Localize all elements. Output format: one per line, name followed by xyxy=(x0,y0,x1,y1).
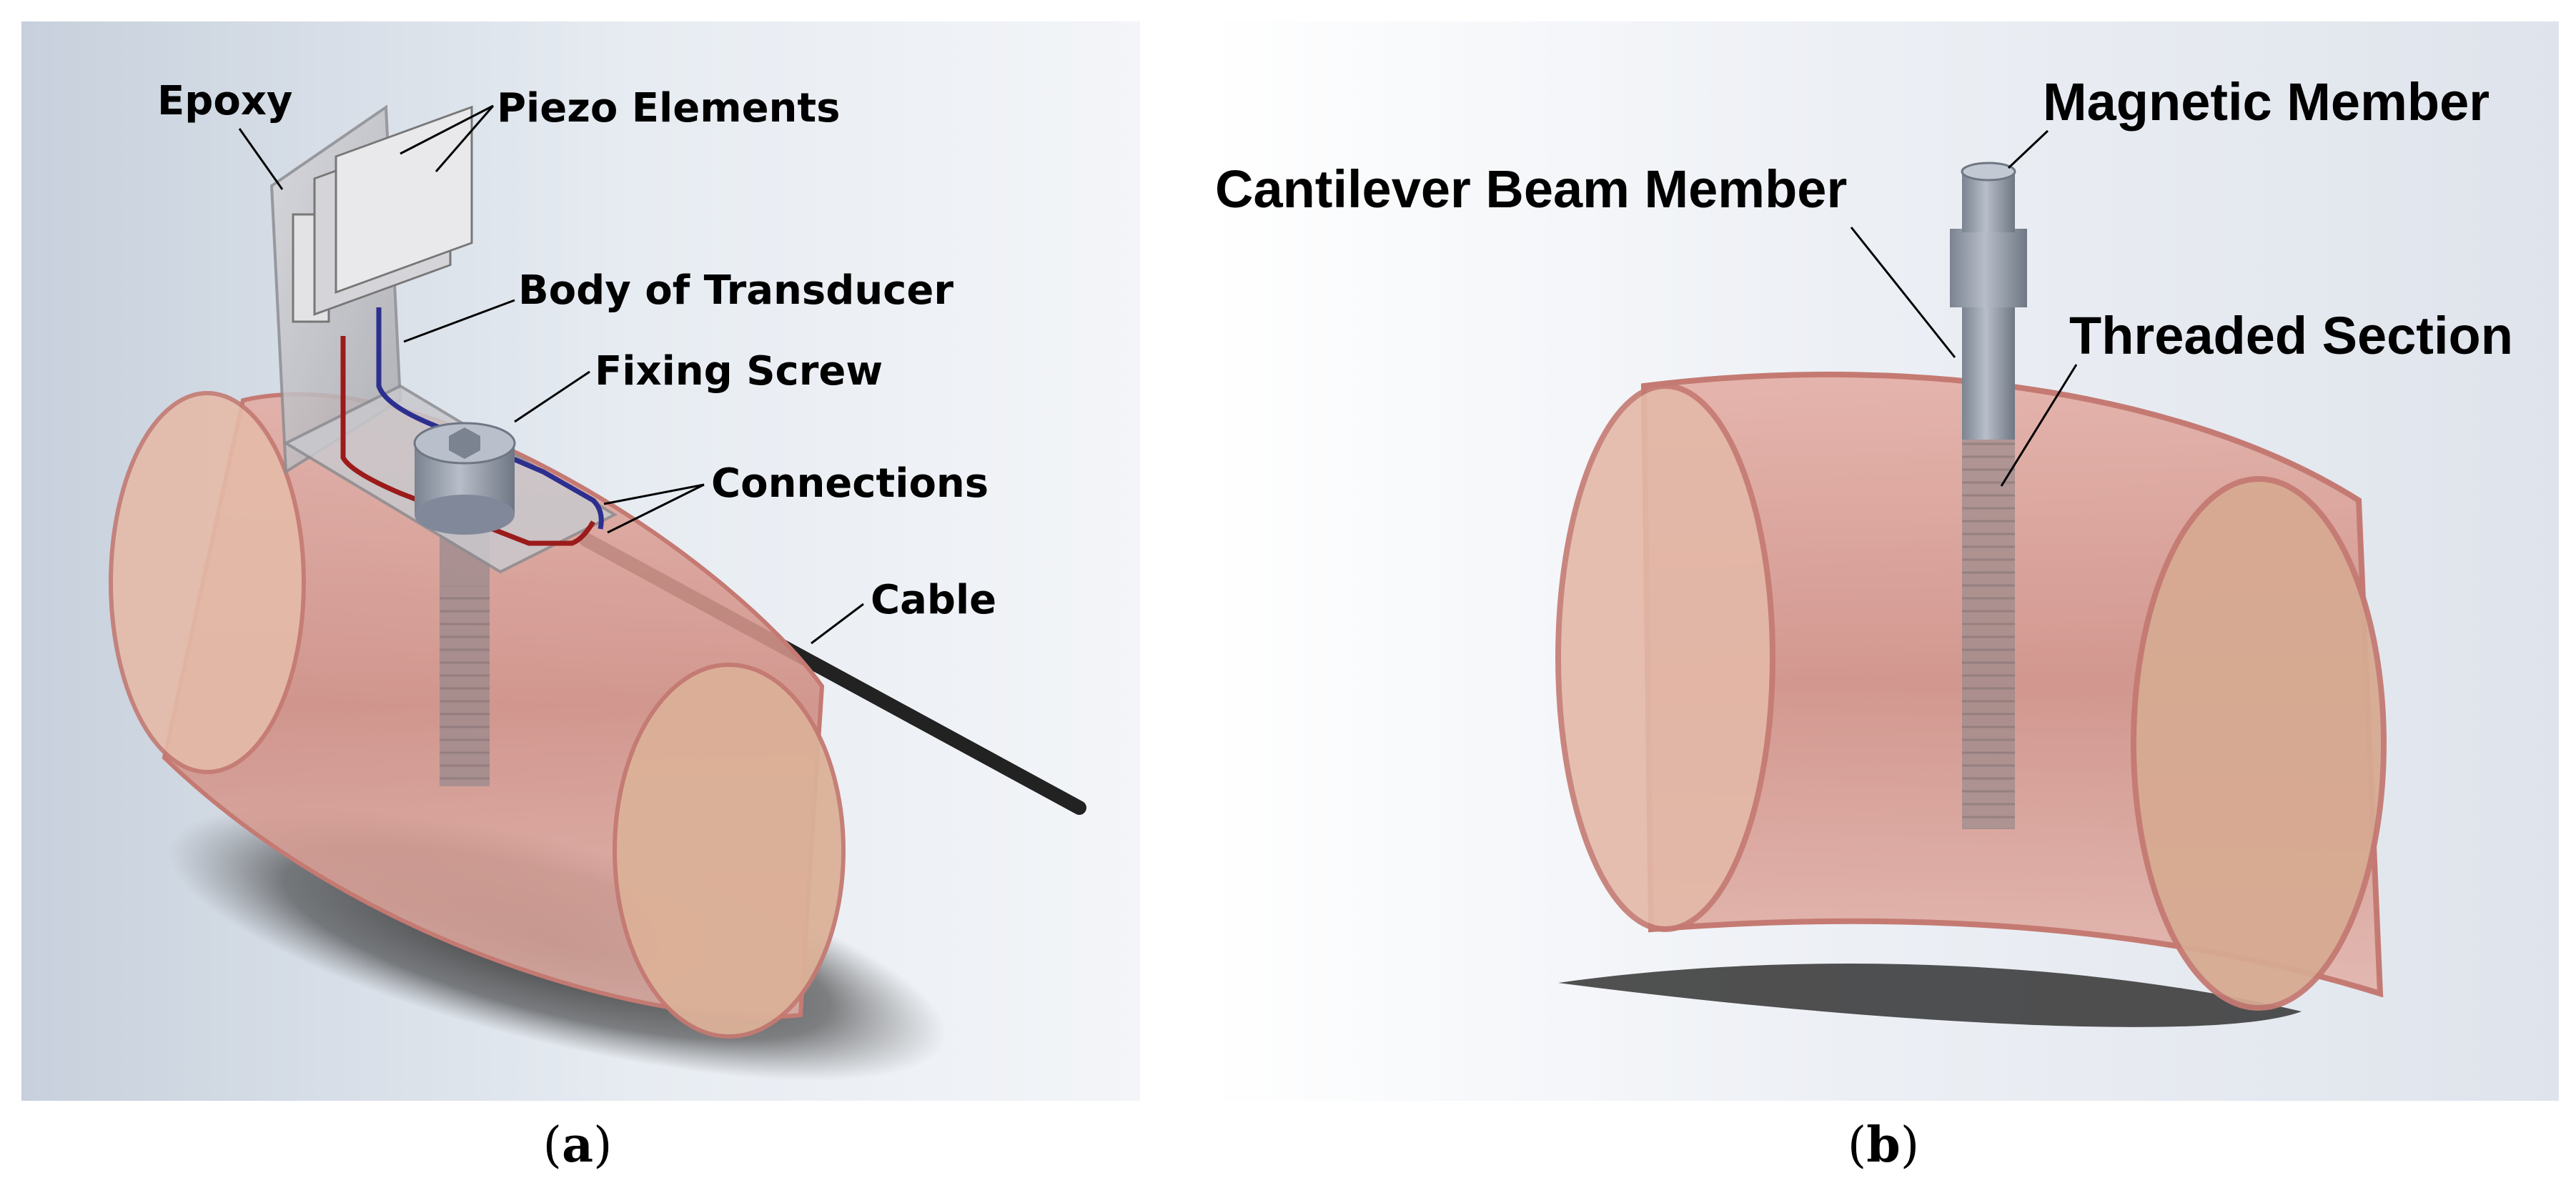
pipe-left-opening xyxy=(109,391,306,774)
label-epoxy: Epoxy xyxy=(157,78,292,124)
cantilever-beam-member xyxy=(1950,172,2027,440)
caption-a-letter: a xyxy=(562,1117,593,1174)
screw-head xyxy=(413,422,516,535)
leader-lines-a xyxy=(238,104,864,645)
label-cantilever-beam-member: Cantilever Beam Member xyxy=(1215,159,1847,219)
caption-a: (a) xyxy=(543,1117,612,1174)
pipe-b-right-opening xyxy=(2131,476,2387,1011)
panel-a: Epoxy Piezo Elements Body of Transducer … xyxy=(21,21,1140,1174)
caption-b-close: ) xyxy=(1901,1117,1920,1174)
label-cable: Cable xyxy=(871,577,996,623)
threaded-section xyxy=(1962,429,2015,829)
label-magnetic-member: Magnetic Member xyxy=(2043,72,2490,132)
wire-red xyxy=(340,336,596,546)
pipe-shadow-b xyxy=(1558,964,2302,1027)
label-piezo-elements: Piezo Elements xyxy=(497,85,841,132)
magnetic-member xyxy=(1961,162,2016,182)
pipe-b-left-opening xyxy=(1555,383,1775,932)
leader-lines-b xyxy=(1850,129,2078,487)
pipe-right-opening xyxy=(613,663,846,1039)
label-body-of-transducer: Body of Transducer xyxy=(518,267,953,314)
panel-b: Magnetic Member Cantilever Beam Member T… xyxy=(1208,21,2559,1174)
caption-a-close: ) xyxy=(593,1117,613,1174)
caption-b: (b) xyxy=(1848,1117,1920,1174)
piezo-elements xyxy=(292,105,473,323)
caption-b-open: ( xyxy=(1848,1117,1867,1174)
label-threaded-section: Threaded Section xyxy=(2069,306,2513,365)
caption-a-open: ( xyxy=(543,1117,562,1174)
label-connections: Connections xyxy=(711,460,989,507)
label-fixing-screw: Fixing Screw xyxy=(595,348,883,395)
caption-b-letter: b xyxy=(1866,1117,1901,1174)
pipe xyxy=(109,391,846,1039)
